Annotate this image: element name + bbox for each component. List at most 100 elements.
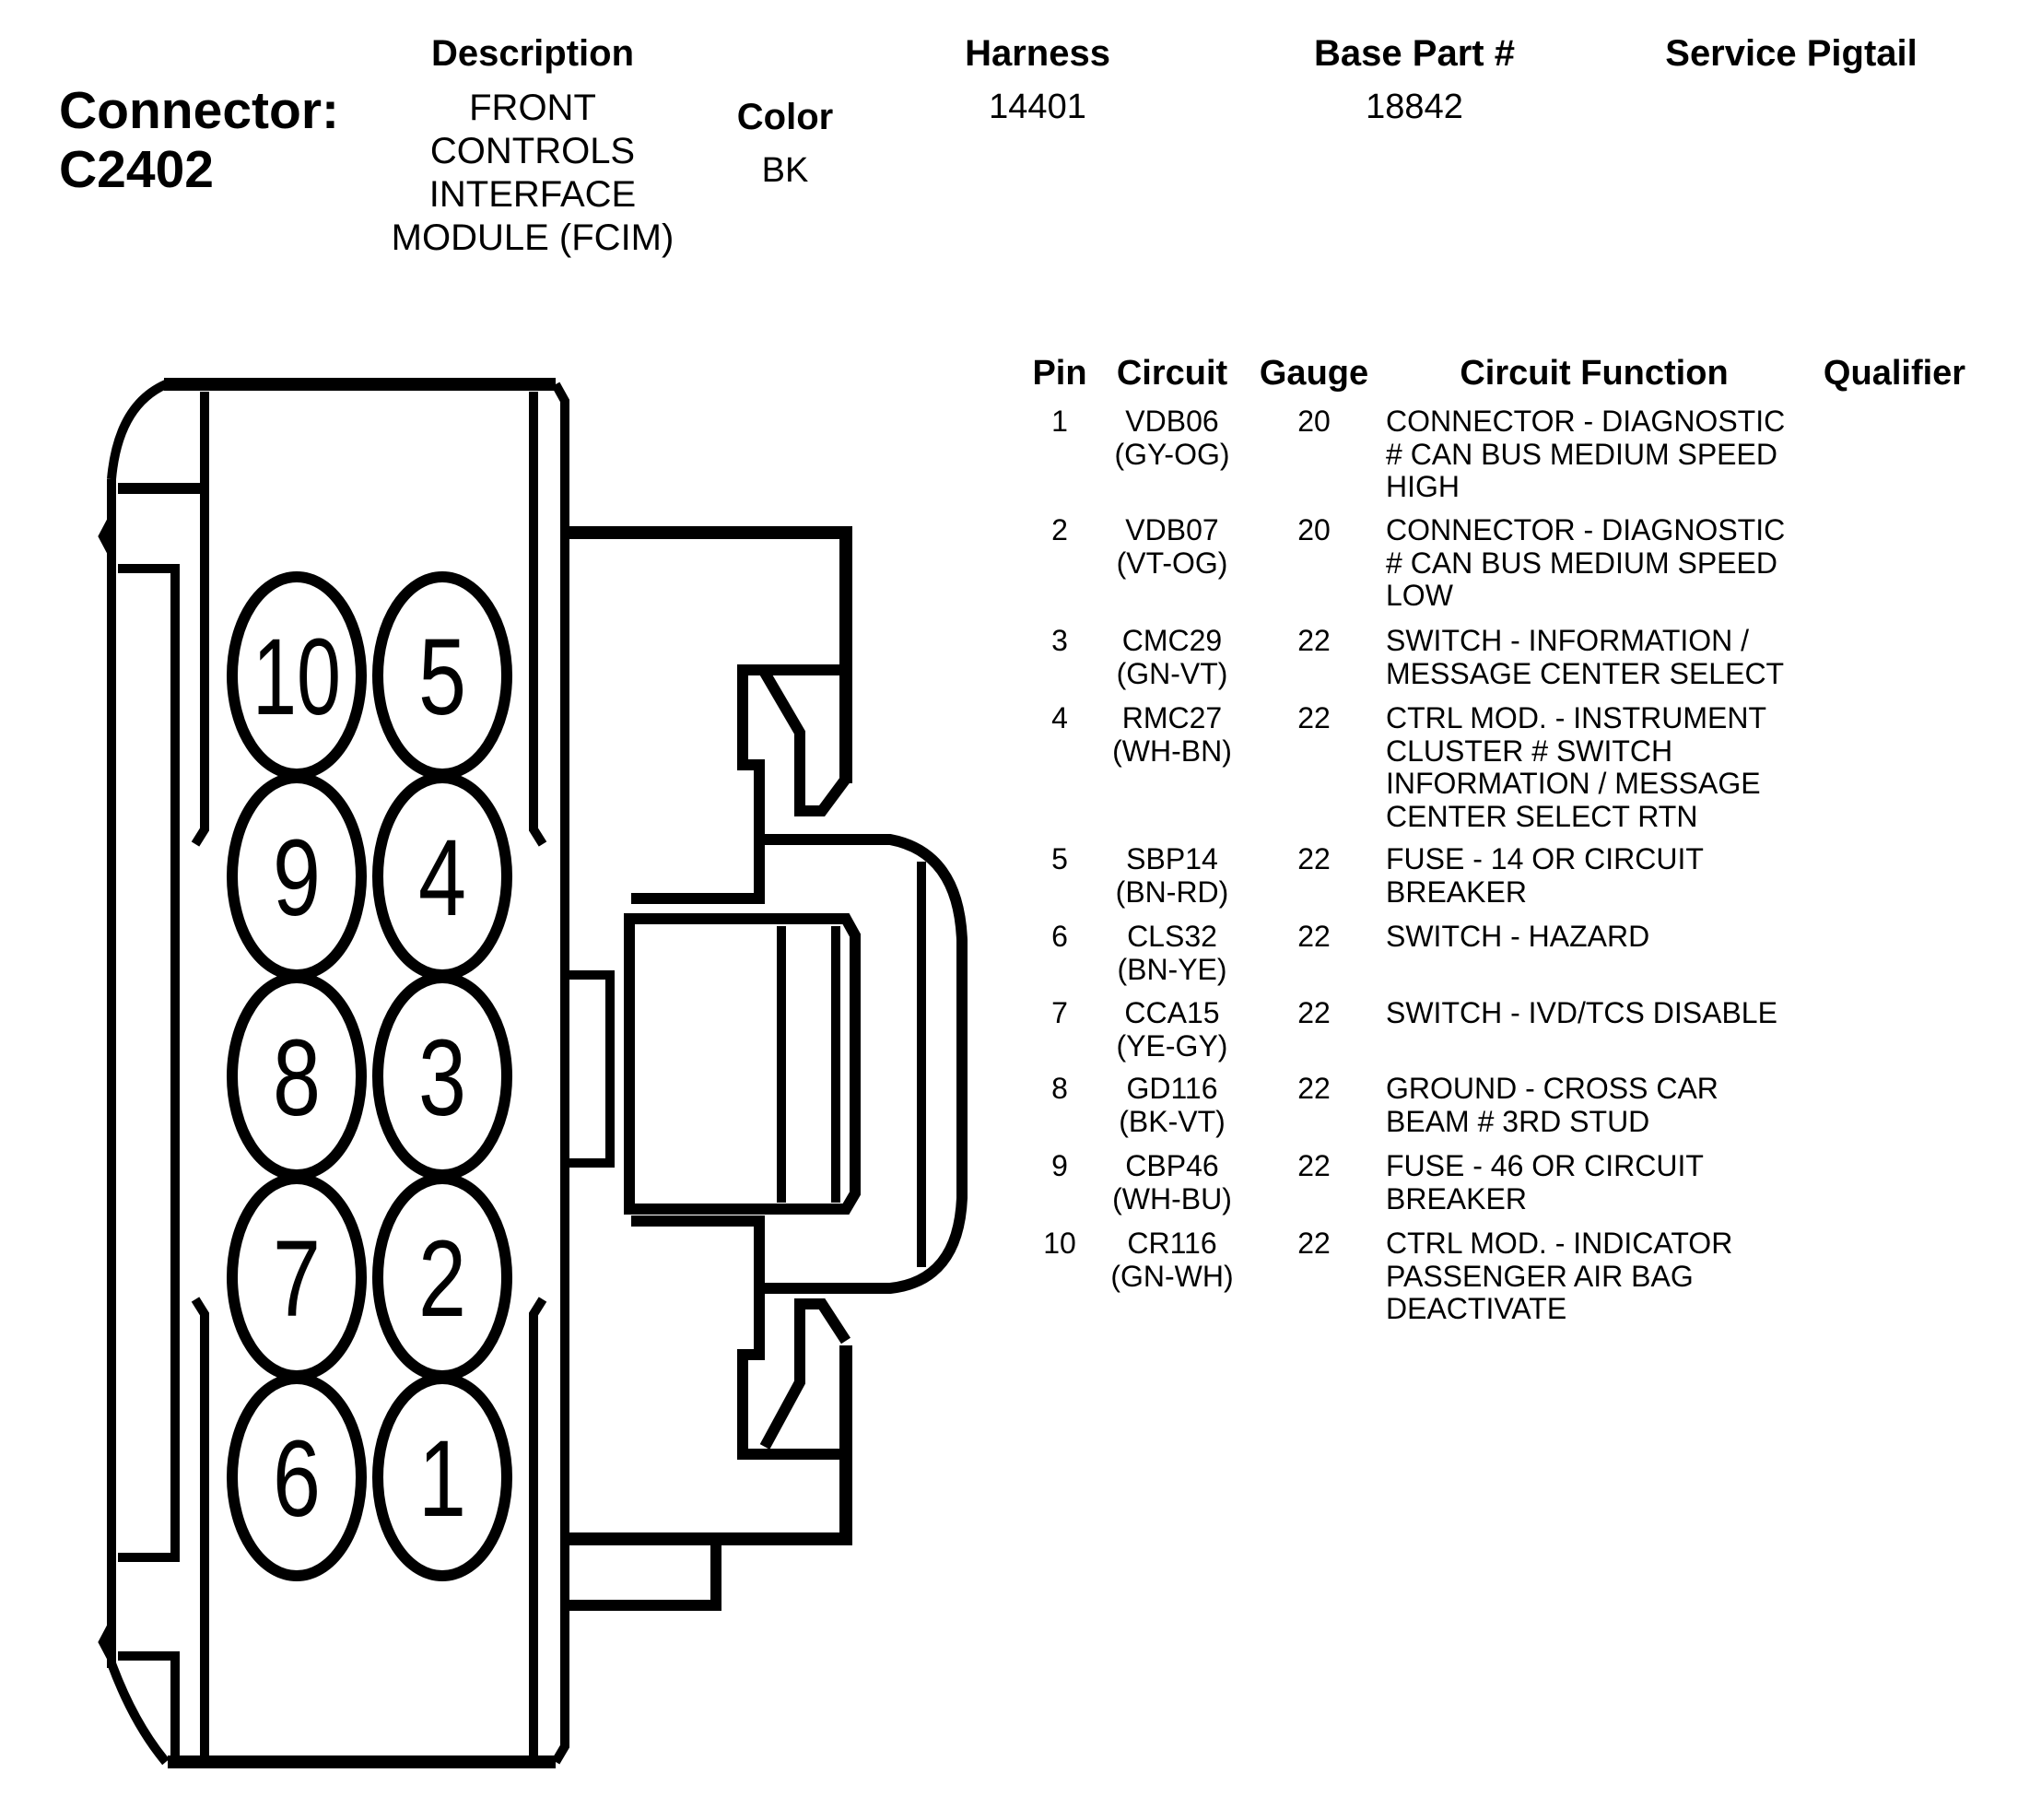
- circuit-cell: GD116(BK-VT): [1119, 1072, 1226, 1138]
- wire-color: (BN-YE): [1117, 952, 1227, 986]
- circuit-id: GD116: [1126, 1072, 1218, 1105]
- pin-cavity-outline: [372, 1373, 512, 1581]
- circuit-function-line: SWITCH - IVD/TCS DISABLE: [1386, 996, 1777, 1029]
- pin-cavity-number: 3: [418, 1017, 466, 1139]
- circuit-function-line: CLUSTER # SWITCH: [1386, 734, 1673, 768]
- inner-left-wall-upper: [191, 392, 209, 847]
- circuit-function-line: CTRL MOD. - INSTRUMENT: [1386, 701, 1767, 734]
- wire-color: (WH-BU): [1112, 1181, 1232, 1215]
- circuit-function-line: CONNECTOR - DIAGNOSTIC: [1386, 405, 1786, 438]
- connector-label: Connector:: [59, 81, 339, 140]
- pin-cavity-number: 4: [418, 817, 466, 939]
- plug-body: [624, 913, 861, 1215]
- pin-cavity: 10: [227, 571, 367, 780]
- gauge-value: 22: [1297, 842, 1331, 875]
- description-line: MODULE (FCIM): [391, 217, 674, 258]
- circuit-function-line: HIGH: [1386, 470, 1460, 504]
- circuit-function: SWITCH - IVD/TCS DISABLE: [1386, 996, 1777, 1030]
- wire-color: (VT-OG): [1116, 546, 1228, 580]
- left-step-upper: [118, 564, 180, 1562]
- latch-upper-ramp: [759, 669, 850, 816]
- circuit-function: CONNECTOR - DIAGNOSTIC# CAN BUS MEDIUM S…: [1386, 405, 1785, 504]
- bottom-tab: [565, 1539, 721, 1611]
- pin-number: 2: [1051, 513, 1068, 546]
- circuit-function-line: CTRL MOD. - INDICATOR: [1386, 1227, 1733, 1260]
- circuit-function-line: GROUND - CROSS CAR: [1386, 1072, 1718, 1105]
- description-header: Description: [430, 33, 635, 74]
- description-value: FRONT CONTROLS INTERFACE MODULE (FCIM): [392, 87, 674, 260]
- latch-lower-finger: [737, 1246, 846, 1460]
- circuit-function-line: CENTER SELECT RTN: [1386, 799, 1698, 833]
- left-step-lower: [118, 1651, 180, 1755]
- circuit-function: SWITCH - HAZARD: [1386, 920, 1650, 954]
- inner-right-wall-upper: [529, 392, 547, 847]
- shroud-outline: [759, 834, 968, 1294]
- pin-number: 3: [1051, 624, 1068, 657]
- left-detent-lower: [98, 1624, 116, 1661]
- pin-cavity: 6: [227, 1373, 367, 1581]
- wire-color: (GN-VT): [1116, 656, 1228, 690]
- base-part-value: 18842: [1366, 88, 1463, 126]
- gauge-value: 20: [1297, 405, 1331, 438]
- housing-bottom-left-chamfer: [107, 1661, 170, 1766]
- circuit-function-line: SWITCH - INFORMATION /: [1386, 624, 1750, 657]
- circuit-function-line: LOW: [1386, 579, 1453, 613]
- gauge-value: 22: [1297, 1227, 1331, 1260]
- service-pigtail-header: Service Pigtail: [1665, 33, 1918, 74]
- circuit-cell: CLS32(BN-YE): [1117, 920, 1227, 986]
- circuit-function-line: FUSE - 14 OR CIRCUIT: [1386, 842, 1704, 875]
- latch-upper-box: [565, 526, 852, 783]
- base-part-header: Base Part #: [1314, 33, 1515, 74]
- circuit-id: RMC27: [1121, 701, 1223, 734]
- pin-cavity-number: 9: [273, 817, 321, 939]
- pin-cavity: 5: [372, 571, 512, 780]
- gauge-value: 22: [1297, 701, 1331, 734]
- pin-number: 7: [1051, 996, 1068, 1029]
- circuit-cell: RMC27(WH-BN): [1112, 701, 1232, 768]
- pin-cavity-number: 10: [252, 616, 341, 738]
- wire-color: (BN-RD): [1115, 875, 1229, 909]
- gauge-value: 22: [1297, 624, 1331, 657]
- wire-color: (BK-VT): [1119, 1104, 1226, 1138]
- column-header-circuit-function: Circuit Function: [1460, 354, 1729, 393]
- circuit-function-line: # CAN BUS MEDIUM SPEED: [1386, 437, 1777, 471]
- pin-cavity-outline: [227, 1373, 367, 1581]
- shroud-step-upper: [631, 834, 765, 904]
- housing-top-left-arc: [107, 380, 169, 480]
- circuit-id: VDB06: [1125, 405, 1219, 438]
- wire-color: (WH-BN): [1112, 734, 1232, 768]
- gauge-value: 22: [1297, 996, 1331, 1029]
- column-header-gauge: Gauge: [1259, 354, 1369, 393]
- pin-cavity: 9: [227, 772, 367, 980]
- circuit-function-line: MESSAGE CENTER SELECT: [1386, 656, 1785, 690]
- pin-cavity: 2: [372, 1173, 512, 1381]
- circuit-function-line: BEAM # 3RD STUD: [1386, 1104, 1650, 1138]
- circuit-id: CR116: [1127, 1227, 1217, 1260]
- left-detent-upper: [98, 518, 116, 555]
- description-line: FRONT: [469, 88, 596, 128]
- latch-upper-finger: [737, 664, 846, 900]
- color-header: Color: [736, 97, 834, 137]
- circuit-function-line: BREAKER: [1386, 875, 1527, 909]
- column-header-pin: Pin: [1032, 354, 1087, 393]
- harness-header: Harness: [965, 33, 1110, 74]
- inner-right-wall-lower: [529, 1297, 547, 1755]
- pin-cavity-number: 1: [418, 1418, 466, 1540]
- description-line: INTERFACE: [428, 174, 637, 215]
- circuit-function-line: FUSE - 46 OR CIRCUIT: [1386, 1149, 1704, 1182]
- pin-number: 8: [1051, 1072, 1068, 1105]
- circuit-cell: CCA15(YE-GY): [1117, 996, 1228, 1063]
- circuit-function-line: PASSENGER AIR BAG: [1386, 1259, 1694, 1293]
- gauge-value: 20: [1297, 513, 1331, 546]
- circuit-cell: VDB07(VT-OG): [1116, 513, 1228, 580]
- description-line: CONTROLS: [429, 131, 636, 171]
- circuit-function-line: SWITCH - HAZARD: [1386, 920, 1650, 953]
- wire-color: (GY-OG): [1114, 437, 1230, 471]
- gauge-value: 22: [1297, 1149, 1331, 1182]
- pin-cavity: 4: [372, 772, 512, 980]
- circuit-function-line: BREAKER: [1386, 1181, 1527, 1215]
